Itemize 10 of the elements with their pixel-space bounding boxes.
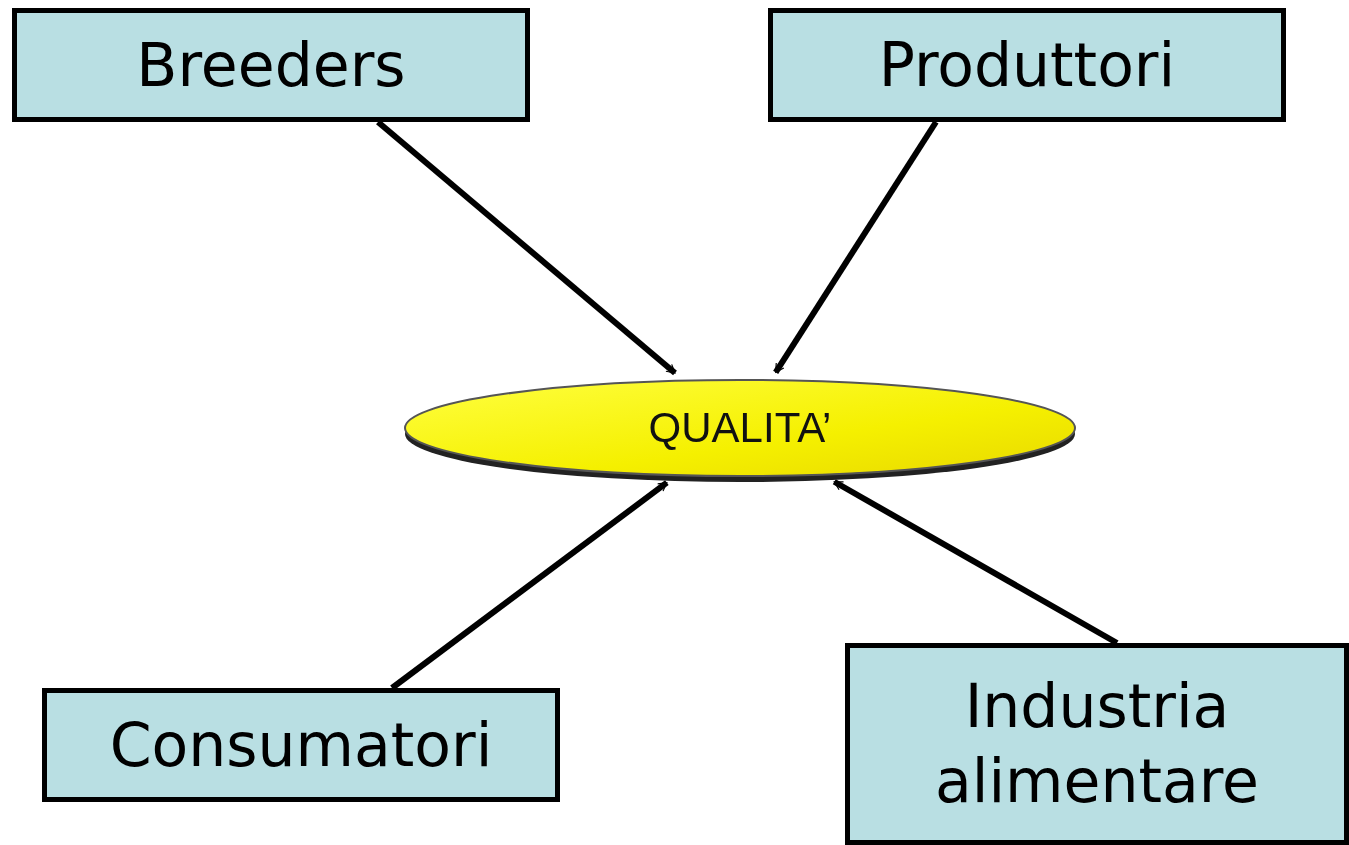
process-box <box>768 8 1286 122</box>
node-label: Consumatori <box>109 708 493 782</box>
arrow <box>773 120 939 374</box>
process-box <box>42 688 560 802</box>
node-label: Industria alimentare <box>933 670 1261 818</box>
process-box <box>12 8 530 122</box>
process-box <box>845 643 1349 845</box>
node-label: Breeders <box>136 28 406 102</box>
node-label: QUALITA’ <box>647 403 833 453</box>
node-label: Produttori <box>878 28 1176 102</box>
